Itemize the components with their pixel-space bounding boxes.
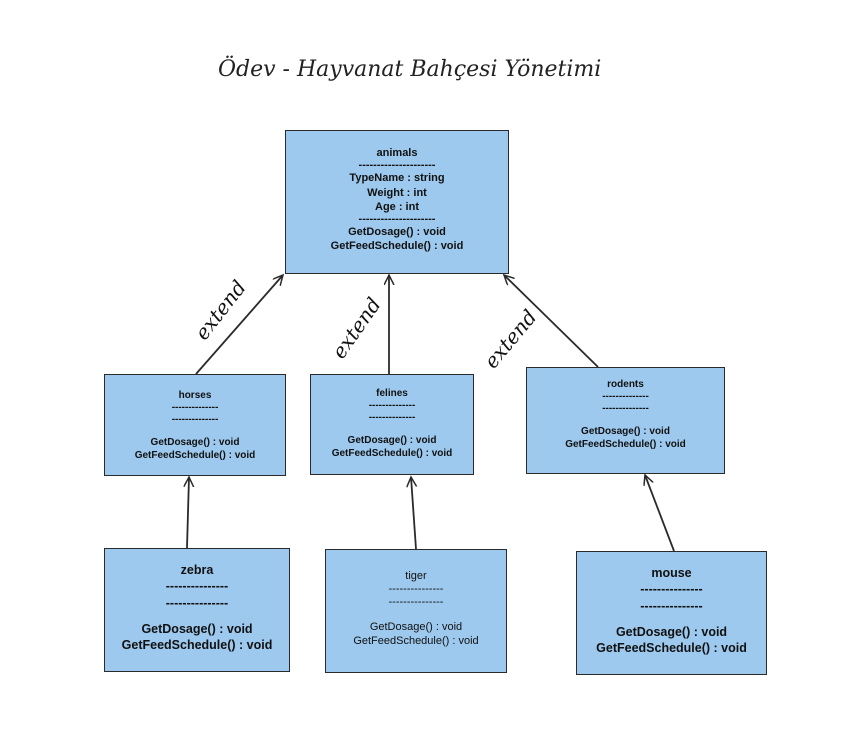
edge-mouse-rodents — [645, 475, 675, 552]
separator: -------------- — [602, 391, 649, 402]
class-zebra[interactable]: zebra --------------- --------------- Ge… — [104, 548, 290, 672]
separator: --------------- — [165, 595, 229, 610]
attribute: TypeName : string — [349, 172, 445, 185]
diagram-title: Ödev - Hayvanat Bahçesi Yönetimi — [218, 57, 602, 82]
separator: -------------- — [171, 402, 219, 413]
edge-horses-animals — [195, 275, 283, 375]
method: GetDosage() : void — [348, 226, 446, 239]
class-name: mouse — [651, 566, 692, 580]
class-horses[interactable]: horses -------------- -------------- Get… — [104, 374, 286, 476]
separator: --------------------- — [358, 213, 436, 226]
class-felines[interactable]: felines -------------- -------------- Ge… — [310, 374, 474, 475]
method: GetDosage() : void — [369, 620, 463, 633]
class-name: tiger — [405, 570, 427, 582]
separator: -------------- — [602, 403, 649, 414]
separator: -------------- — [171, 414, 219, 425]
edge-zebra-horses — [187, 477, 189, 549]
class-name: felines — [376, 388, 408, 399]
method: GetFeedSchedule() : void — [565, 439, 686, 450]
class-name: animals — [376, 147, 418, 159]
class-name: horses — [178, 390, 212, 401]
separator: -------------- — [368, 412, 416, 423]
method: GetFeedSchedule() : void — [121, 638, 273, 652]
separator: --------------- — [388, 583, 444, 596]
edge-rodents-animals — [504, 275, 599, 368]
separator: -------------- — [368, 400, 416, 411]
method: GetDosage() : void — [347, 435, 437, 446]
method: GetFeedSchedule() : void — [330, 240, 464, 253]
separator: --------------- — [165, 579, 229, 594]
class-mouse[interactable]: mouse --------------- --------------- Ge… — [576, 551, 767, 675]
class-rodents[interactable]: rodents -------------- -------------- Ge… — [526, 367, 725, 474]
separator: --------------- — [640, 598, 703, 613]
method: GetDosage() : void — [141, 621, 253, 636]
class-name: rodents — [607, 379, 644, 390]
edge-tiger-felines — [411, 477, 416, 550]
separator: --------------------- — [358, 159, 436, 172]
method: GetFeedSchedule() : void — [331, 448, 453, 459]
class-animals[interactable]: animals --------------------- TypeName :… — [285, 130, 509, 274]
separator: --------------- — [640, 582, 703, 597]
method: GetFeedSchedule() : void — [596, 641, 747, 655]
method: GetDosage() : void — [581, 426, 670, 437]
method: GetDosage() : void — [615, 624, 728, 639]
attribute: Age : int — [375, 200, 419, 213]
attribute: Weight : int — [367, 186, 427, 199]
method: GetFeedSchedule() : void — [134, 450, 256, 461]
method: GetFeedSchedule() : void — [353, 634, 479, 647]
class-tiger[interactable]: tiger --------------- --------------- Ge… — [325, 549, 507, 673]
separator: --------------- — [388, 596, 444, 609]
class-name: zebra — [180, 563, 214, 577]
method: GetDosage() : void — [150, 437, 240, 448]
